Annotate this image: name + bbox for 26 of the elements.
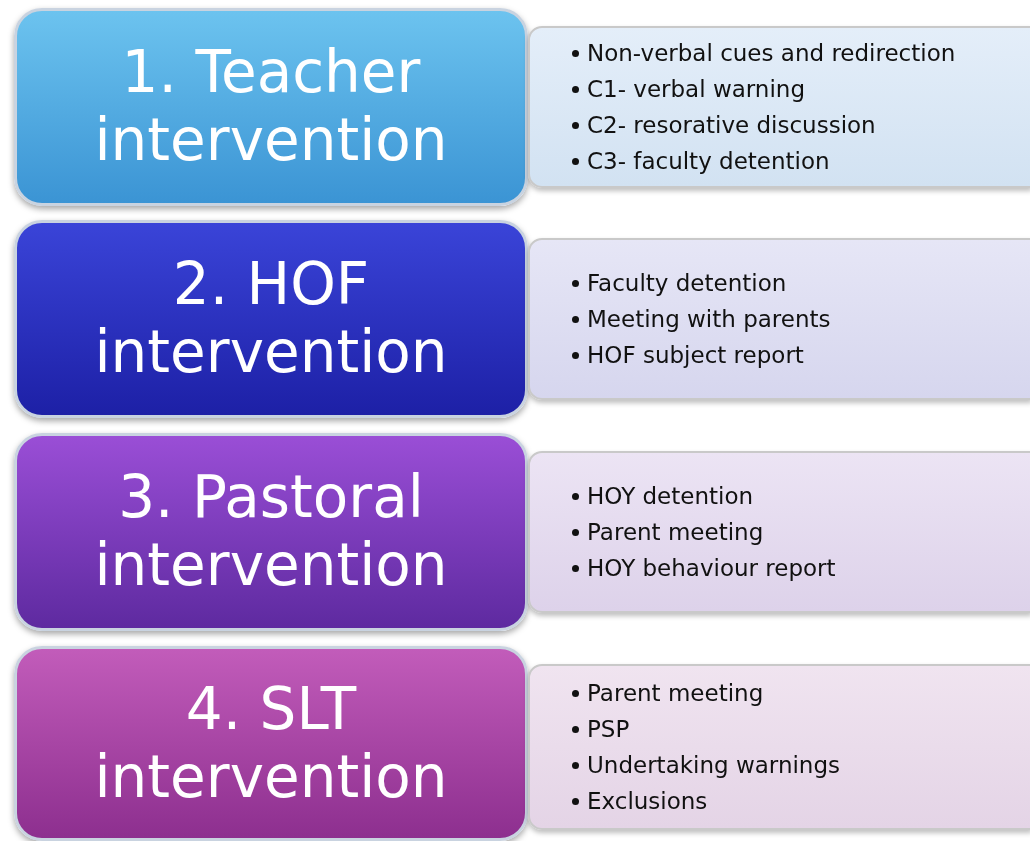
- bullet-text: Non-verbal cues and redirection: [587, 39, 956, 68]
- stage-title: 4. SLT intervention: [93, 675, 449, 812]
- bullet-text: HOY behaviour report: [587, 554, 836, 583]
- stage-title: 3. Pastoral intervention: [93, 464, 449, 600]
- list-panel: [528, 664, 1030, 830]
- list-panel: [528, 238, 1030, 400]
- bullet-text: Faculty detention: [587, 269, 787, 298]
- list-panel: [528, 451, 1030, 613]
- bullet-text: HOF subject report: [587, 341, 804, 370]
- bullet-text: C2- resorative discussion: [587, 111, 876, 140]
- bullet-text: HOY detention: [587, 482, 754, 511]
- bullet-text: Meeting with parents: [587, 305, 831, 334]
- bullet-text: Exclusions: [587, 787, 708, 816]
- bullet-text: Parent meeting: [587, 679, 764, 708]
- bullet-text: Parent meeting: [587, 518, 764, 547]
- bullet-text: C3- faculty detention: [587, 147, 830, 176]
- stage-title: 2. HOF intervention: [93, 251, 449, 387]
- list-panel: [528, 26, 1030, 188]
- stage-title: 1. Teacher intervention: [93, 39, 449, 175]
- stage-box: [14, 433, 528, 631]
- stage-box: [14, 646, 528, 841]
- bullet-text: Undertaking warnings: [587, 751, 840, 780]
- stage-box: [14, 220, 528, 418]
- stage-box: [14, 8, 528, 206]
- bullet-text: PSP: [587, 715, 630, 744]
- bullet-text: C1- verbal warning: [587, 75, 806, 104]
